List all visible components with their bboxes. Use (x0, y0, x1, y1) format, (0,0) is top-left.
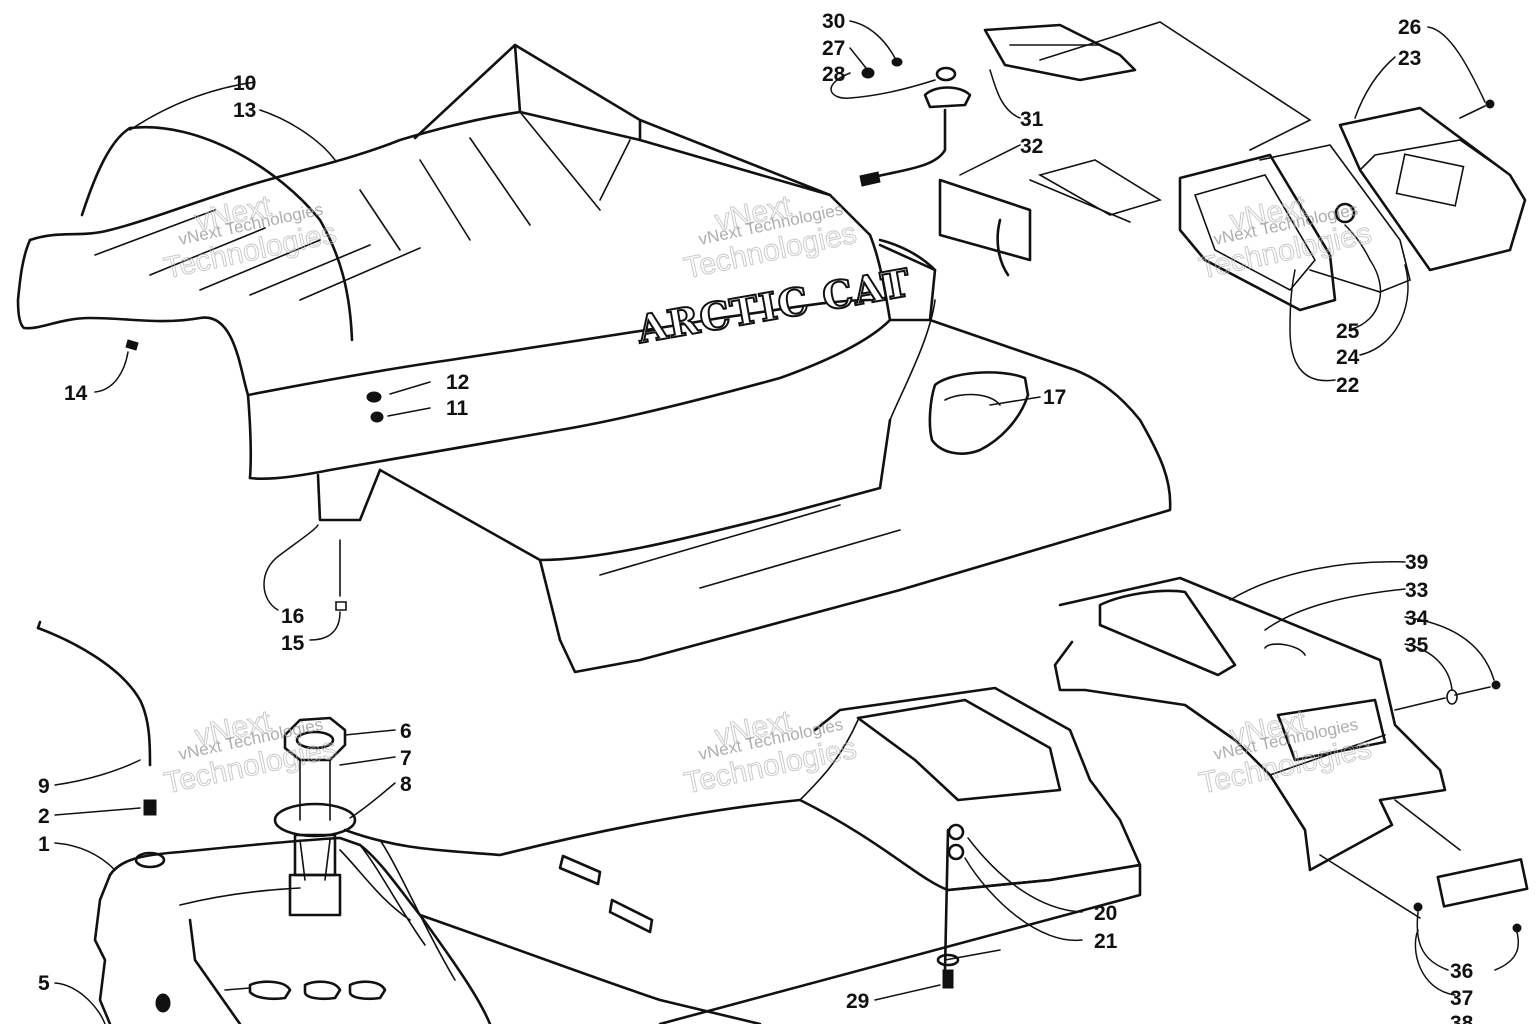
callout-21: 21 (1094, 930, 1118, 953)
callout-6: 6 (400, 720, 412, 743)
callout-38: 38 (1450, 1012, 1474, 1024)
watermark: vNext Technologies vNext Technologies (1196, 189, 1375, 286)
callout-39: 39 (1405, 551, 1428, 574)
callout-5: 5 (38, 972, 50, 995)
callout-13: 13 (233, 99, 256, 122)
leader-lines (54, 20, 1520, 1024)
seat-assembly: ARCTIC CAT (16, 43, 1172, 674)
callout-27: 27 (822, 37, 845, 60)
watermark: vNext Technologies vNext Technologies (161, 189, 340, 286)
callout-30: 30 (822, 10, 845, 33)
watermark: vNext Technologies vNext Technologies (1196, 704, 1375, 801)
callout-15: 15 (281, 632, 305, 655)
fuel-tank-console-assembly (36, 620, 1142, 1024)
callout-25: 25 (1336, 320, 1360, 343)
callout-23: 23 (1398, 47, 1421, 70)
watermark-group: vNext Technologies vNext Technologies vN… (161, 189, 1375, 801)
callout-8: 8 (400, 773, 412, 796)
callout-29: 29 (846, 990, 869, 1013)
callout-33: 33 (1405, 579, 1428, 602)
callout-11: 11 (446, 397, 469, 420)
callout-32: 32 (1020, 135, 1043, 158)
brand-logo: ARCTIC CAT (632, 258, 915, 353)
callout-9: 9 (38, 775, 50, 798)
callout-12: 12 (446, 371, 469, 394)
rear-fender-assembly (1053, 576, 1529, 933)
callout-31: 31 (1020, 108, 1044, 131)
callout-28: 28 (822, 63, 846, 86)
callout-2: 2 (38, 805, 50, 828)
watermark: vNext Technologies vNext Technologies (681, 704, 860, 801)
svg-text:ARCTIC CAT: ARCTIC CAT (633, 259, 914, 352)
callout-14: 14 (64, 382, 88, 405)
callout-1: 1 (38, 833, 50, 856)
callout-10: 10 (233, 72, 256, 95)
callout-16: 16 (281, 605, 304, 628)
callout-34: 34 (1405, 607, 1429, 630)
callout-labels: 10 13 14 12 11 17 16 15 30 27 28 31 32 2… (38, 10, 1474, 1024)
callout-36: 36 (1450, 960, 1473, 983)
taillight-assembly (859, 21, 1527, 312)
callout-20: 20 (1094, 902, 1117, 925)
callout-37: 37 (1450, 987, 1473, 1010)
callout-7: 7 (400, 747, 412, 770)
callout-22: 22 (1336, 374, 1359, 397)
callout-17: 17 (1043, 386, 1066, 409)
callout-26: 26 (1398, 16, 1421, 39)
callout-24: 24 (1336, 346, 1360, 369)
callout-35: 35 (1405, 634, 1429, 657)
watermark: vNext Technologies vNext Technologies (161, 704, 340, 801)
watermark: vNext Technologies vNext Technologies (681, 189, 860, 286)
